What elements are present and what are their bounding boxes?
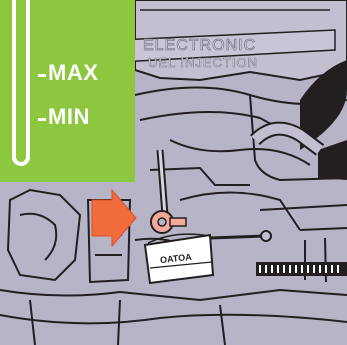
banner-line-2: UEL INJECTION [148,55,258,70]
toothed-belt [256,262,347,276]
max-level-label: MAX [48,60,98,86]
dipstick-gauge-tube [12,0,30,166]
min-level-label: MIN [48,104,90,130]
banner-line-1: ELECTRONIC [143,37,256,54]
dipstick-tube [160,150,165,215]
min-level-tick [38,118,46,121]
electronic-fuel-injection-banner: ELECTRONIC UEL INJECTION [143,37,258,70]
max-level-tick [38,74,46,77]
dipstick-level-inset: MAX MIN [0,0,135,182]
